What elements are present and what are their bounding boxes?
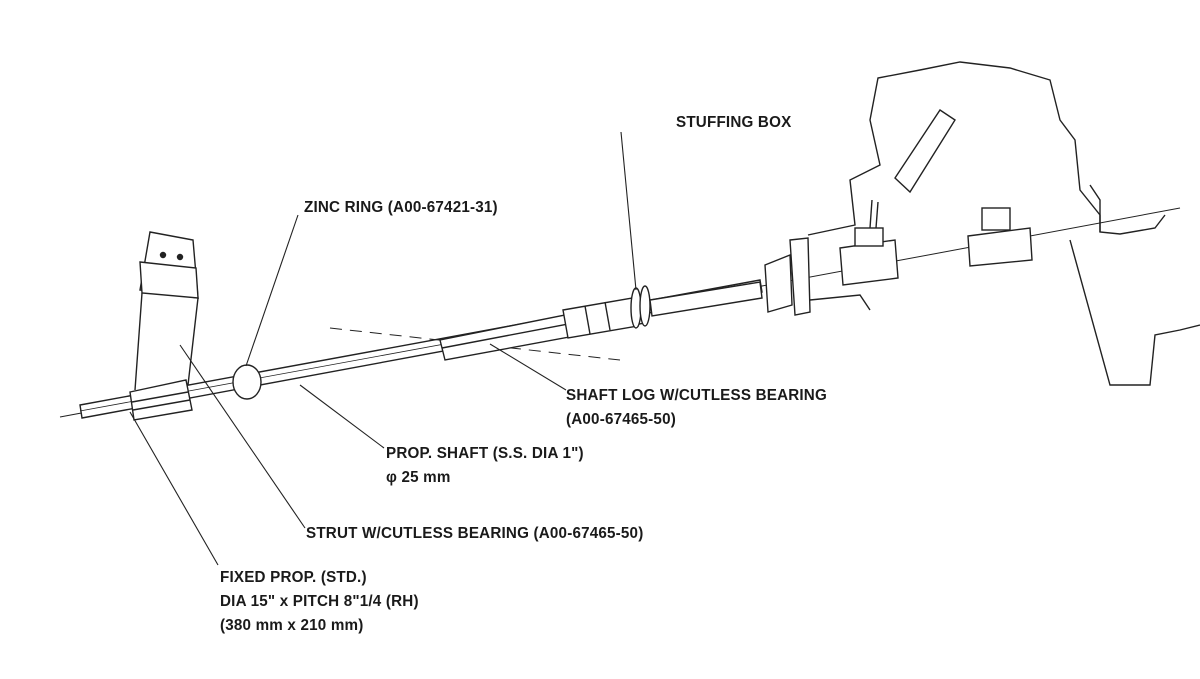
leader-strut	[179, 344, 306, 529]
leader-shaft-log	[489, 343, 567, 391]
label-prop-shaft-line1: PROP. SHAFT (S.S. DIA 1")	[386, 445, 584, 462]
label-fixed-prop: FIXED PROP. (STD.) DIA 15" x PITCH 8"1/4…	[220, 566, 419, 638]
leader-lines	[129, 131, 637, 566]
leader-zinc-ring	[245, 214, 299, 367]
label-stuffing-box: STUFFING BOX	[676, 114, 792, 131]
label-prop-shaft-line2: φ 25 mm	[386, 469, 451, 486]
leader-stuffing-box	[620, 131, 637, 291]
strut	[129, 231, 199, 421]
leader-prop-shaft	[299, 384, 385, 449]
label-fixed-prop-line2: DIA 15" x PITCH 8"1/4 (RH)	[220, 593, 419, 610]
zinc-ring	[232, 364, 262, 400]
label-prop-shaft: PROP. SHAFT (S.S. DIA 1") φ 25 mm	[386, 442, 584, 490]
engine	[764, 61, 1200, 386]
label-shaft-log: SHAFT LOG W/CUTLESS BEARING (A00-67465-5…	[566, 384, 827, 432]
label-shaft-log-line1: SHAFT LOG W/CUTLESS BEARING	[566, 387, 827, 404]
stuffing-box	[630, 281, 763, 329]
label-shaft-log-line2: (A00-67465-50)	[566, 411, 676, 428]
label-fixed-prop-line1: FIXED PROP. (STD.)	[220, 569, 367, 586]
shaft-log	[439, 297, 646, 361]
label-fixed-prop-line3: (380 mm x 210 mm)	[220, 617, 364, 634]
label-strut: STRUT W/CUTLESS BEARING (A00-67465-50)	[306, 525, 644, 542]
label-zinc-ring: ZINC RING (A00-67421-31)	[304, 199, 498, 216]
leader-fixed-prop	[129, 411, 219, 566]
